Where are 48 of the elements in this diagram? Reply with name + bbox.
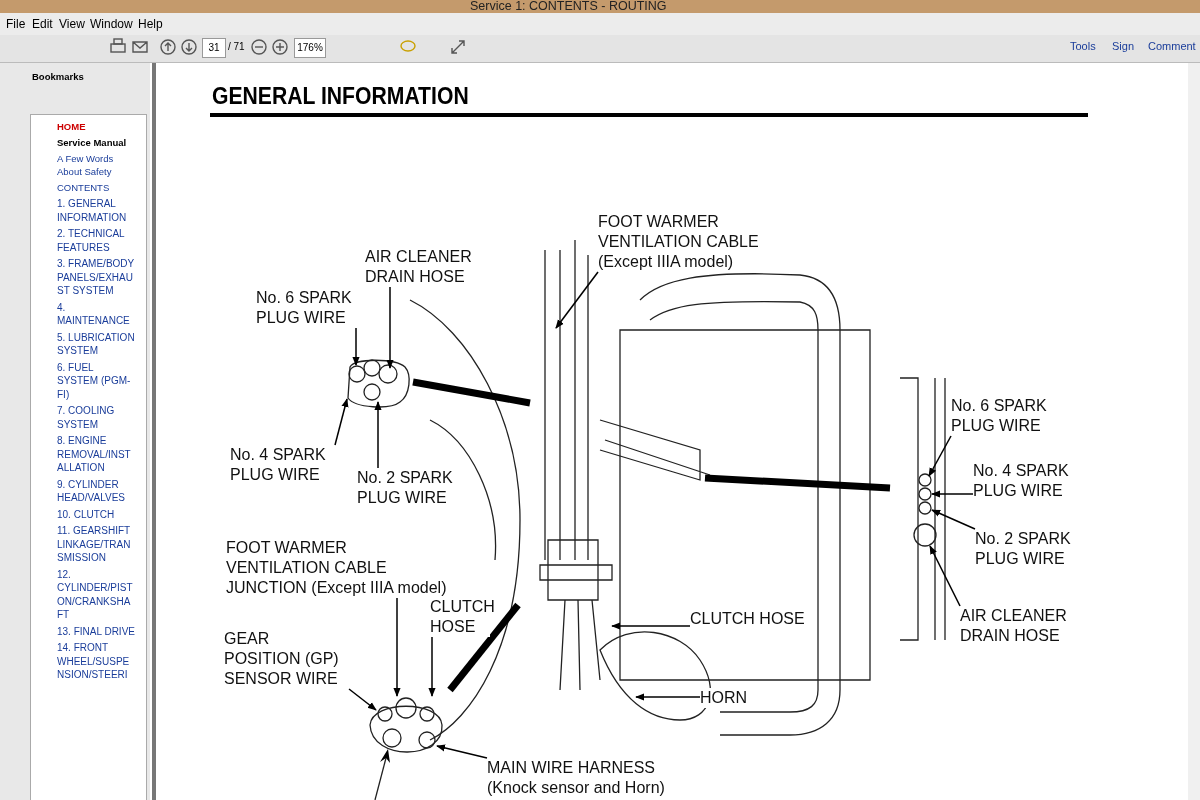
- leader-line: [352, 327, 360, 366]
- leader-line: [931, 509, 976, 530]
- bookmark-link: 3. FRAME/BODY PANELS/EXHAUST SYSTEM: [57, 257, 135, 298]
- bookmark-link: 14. FRONT WHEEL/SUSPENSION/STEERI: [57, 641, 131, 682]
- menu-item: Edit: [32, 17, 53, 31]
- toolbar-button: Comment: [1148, 40, 1196, 52]
- menu-item: Help: [138, 17, 163, 31]
- bookmark-link: 13. FINAL DRIVE: [57, 624, 135, 638]
- bookmark-link: 6. FUEL SYSTEM (PGM-FI): [57, 360, 132, 401]
- bookmark-link: 10. CLUTCH: [57, 507, 116, 521]
- toolbar-button: Tools: [1070, 40, 1096, 52]
- bookmark-link: HOME: [57, 120, 87, 133]
- leader-line: [931, 490, 974, 498]
- bookmark-link: 12. CYLINDER/PISTON/CRANKSHAFT: [57, 567, 134, 622]
- leader-line: [428, 636, 436, 697]
- bookmark-link: 8. ENGINE REMOVAL/INSTALLATION: [57, 434, 132, 475]
- leader-line: [635, 693, 701, 701]
- bookmark-link: A Few Words About Safety: [57, 152, 115, 178]
- page-number-field: 31: [202, 38, 226, 58]
- zoom-field: 176%: [294, 38, 326, 58]
- bookmark-link: Service Manual: [57, 136, 128, 149]
- leader-line: [393, 597, 401, 697]
- bookmark-link: 7. COOLING SYSTEM: [57, 404, 116, 431]
- page-heading: GENERAL INFORMATION: [212, 83, 469, 110]
- leader-line: [348, 688, 377, 711]
- bookmark-link: 9. CYLINDER HEAD/VALVES: [57, 477, 126, 505]
- panel-title: Bookmarks: [32, 71, 84, 82]
- menu-item: Window: [90, 17, 133, 31]
- leader-line: [929, 545, 961, 607]
- bookmark-link: 2. TECHNICAL FEATURES: [57, 227, 126, 254]
- leader-line: [386, 286, 394, 369]
- bookmark-link: 5. LUBRICATION SYSTEM: [57, 330, 135, 358]
- leader-line: [611, 622, 691, 630]
- leader-line: [334, 398, 349, 446]
- leader-line: [928, 435, 952, 477]
- window-title: Service 1: CONTENTS - ROUTING: [470, 0, 667, 13]
- leader-line: [436, 744, 488, 759]
- bookmark-link: 4. MAINTENANCE: [57, 300, 131, 328]
- bookmark-link: CONTENTS: [57, 181, 111, 194]
- callout-label: HORN: [700, 688, 748, 708]
- leader-line: [374, 401, 382, 469]
- bookmark-link: 11. GEARSHIFT LINKAGE/TRANSMISSION: [57, 524, 132, 565]
- menu-item: File: [6, 17, 26, 31]
- toolbar-button: Sign: [1112, 40, 1135, 52]
- leader-line: [555, 271, 599, 329]
- bookmark-link: 1. GENERAL INFORMATION: [57, 197, 128, 224]
- page-count: / 71: [228, 41, 245, 52]
- menu-item: View: [59, 17, 85, 31]
